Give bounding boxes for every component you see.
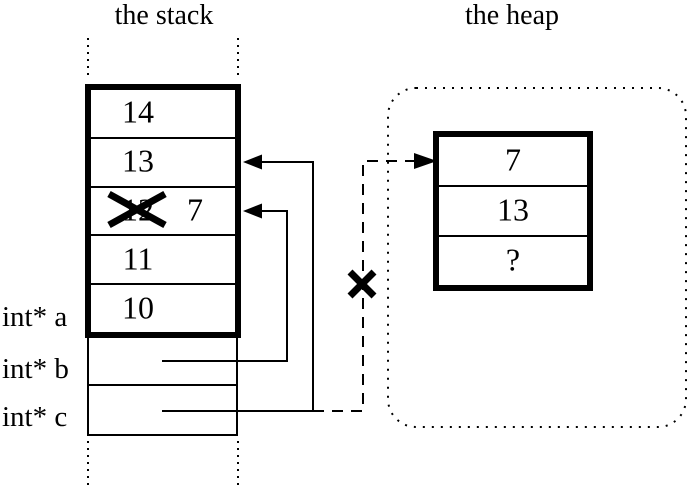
stack-title: the stack <box>114 0 214 31</box>
stack-cell-value: 14 <box>122 94 154 131</box>
stack-cell-11: 11 <box>91 236 235 286</box>
pointer-cell-b <box>89 338 236 386</box>
dangling-pointer-arrowhead <box>414 153 437 169</box>
heap-cell-7: 7 <box>439 137 587 187</box>
stack-cell-value: 11 <box>122 240 154 277</box>
pointer-variable-cells <box>87 338 238 436</box>
heap-cell-value: 13 <box>497 191 529 228</box>
stack-cell-12-overwritten: 12 7 <box>91 188 235 237</box>
broken-pointer-x-icon <box>347 269 377 299</box>
crossed-out-x-icon <box>107 190 167 229</box>
stack-cell-value: 10 <box>122 289 154 326</box>
heap-title: the heap <box>464 0 560 31</box>
heap-cell-value: 7 <box>505 141 521 178</box>
stack-cell-10: 10 <box>91 285 235 332</box>
pointer-label-a: int* a <box>2 301 68 333</box>
pointer-arrowhead-c <box>243 154 262 170</box>
stack-box: 14 13 12 7 11 10 <box>85 84 241 338</box>
stack-cell-value: 13 <box>122 142 154 179</box>
stack-cell-14: 14 <box>91 90 235 139</box>
pointer-arrowhead-b <box>243 203 262 219</box>
heap-region-border <box>387 87 687 428</box>
overwriting-value: 7 <box>187 191 203 228</box>
pointer-line-c <box>162 161 314 412</box>
stack-cell-13: 13 <box>91 139 235 188</box>
pointer-label-c: int* c <box>2 401 68 433</box>
heap-cell-question: ? <box>439 237 587 285</box>
heap-cell-13: 13 <box>439 187 587 237</box>
heap-box: 7 13 ? <box>433 131 593 291</box>
heap-cell-value: ? <box>505 241 521 278</box>
pointer-label-b: int* b <box>2 353 69 385</box>
pointer-line-b <box>162 210 288 362</box>
